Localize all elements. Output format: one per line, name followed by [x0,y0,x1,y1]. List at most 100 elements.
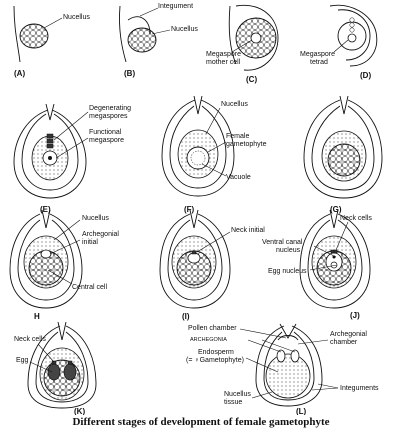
panel-a-wall [14,6,20,62]
panel-c-label-line-1: Megaspore [206,51,241,58]
panel-l-label-chamber: chamber [330,339,358,346]
panel-e-degenerating-2 [47,139,53,143]
panel-k-micropyle [58,322,66,340]
panel-f: Nucellus Female gametophyte Vacuole (F) [162,96,267,214]
panel-k-egg-2 [64,364,76,380]
panel-j-label-egg-nucleus: Egg nucleus [268,268,307,275]
panel-k-label-neck-cells: Neck cells [14,336,46,343]
panel-c-label-line-2: mother cell [206,59,241,66]
panel-g: (G) [304,96,382,214]
panel-l-label-pollen-chamber: Pollen chamber [188,325,237,332]
panel-l-label-archegonia: ARCHEGONIA [190,337,227,343]
panel-g-gametophyte [328,144,360,176]
panel-f-pointer-1 [206,108,220,134]
panel-h: Nucellus Archegonial initial Central cel… [10,210,119,321]
panel-k-neck-2 [68,361,72,364]
panel-b-label-nucellus: Nucellus [171,26,198,33]
panel-h-label-central-cell: Central cell [72,284,107,291]
panel-a-letter: (A) [14,69,25,78]
panel-h-pointer-1 [54,220,80,240]
panel-i: Neck initial (I) [160,210,265,321]
panel-j-label-ventral-canal: Ventral canal [262,239,303,246]
panel-e-degenerating-3 [47,144,53,148]
figure-caption: Different stages of development of femal… [0,416,402,428]
panel-b: Integument Nucellus (B) [119,3,198,78]
panel-b-pointer-1 [140,8,158,16]
panel-f-label-vacuole: Vacuole [226,174,251,181]
panel-j-label-neck-cells: Neck cells [340,215,372,222]
panel-d-label-line-1: Megaspore [300,51,335,58]
panel-e-label-functional: Functional [89,129,122,136]
panel-a-label-nucellus: Nucellus [63,14,90,21]
panel-e-label-megaspore: megaspore [89,137,124,144]
panel-l-label-endosperm: Endosperm [198,349,234,356]
panel-l-pointer-integ-2 [312,388,338,390]
panel-d-spore-3 [350,28,354,32]
panel-f-label-nucellus: Nucellus [221,101,248,108]
panel-e-label-megaspores: megaspores [89,113,128,120]
panel-d: Megaspore tetrad (D) [300,5,377,80]
panel-b-pointer-2 [152,30,170,34]
panel-d-label-line-2: tetrad [310,59,328,66]
panel-j: Neck cells Ventral canal nucleus Egg nuc… [262,210,372,320]
panel-i-label-neck-initial: Neck initial [231,227,265,234]
panel-d-letter: (D) [360,71,371,80]
panel-e-degenerating-1 [47,134,53,138]
panel-c-mother-cell [251,33,261,43]
panel-e: Degenerating megaspores Functional megas… [14,104,131,214]
diagram-svg: Nucellus (A) Integument Nucellus (B) Meg… [0,0,402,415]
panel-k-egg-1 [48,364,60,380]
panel-l-label-archegonial: Archegonial [330,331,367,338]
panel-i-archegonium [188,253,200,263]
panel-d-spore-2 [350,23,354,27]
panel-k-label-egg: Egg [16,357,29,364]
panel-h-label-initial: initial [82,239,98,246]
panel-h-letter: H [34,312,40,321]
panel-l-label-gametophyte: (= ♀Gametophyte) [186,357,244,364]
panel-b-letter: (B) [124,69,135,78]
panel-c: Megaspore mother cell (C) [206,5,278,84]
panel-i-neck-initial [192,251,196,254]
panel-d-spore-4 [348,34,356,42]
panel-f-label-female: Female [226,133,249,140]
panel-g-micropyle [340,96,348,114]
panel-l-letter: (L) [296,407,307,415]
panel-d-spore-1 [350,18,354,22]
panel-j-label-nucleus: nucleus [276,247,301,254]
panel-b-label-integument: Integument [158,3,193,10]
panel-a-nucellus [20,24,48,48]
panel-l-endosperm [266,354,310,398]
panel-a: Nucellus (A) [14,6,90,78]
panel-a-pointer [44,18,62,28]
panel-k-gametophyte [44,360,80,396]
panel-l: Pollen chamber ARCHEGONIA Archegonial ch… [186,324,379,415]
panel-e-pointer-1 [54,112,88,140]
panel-h-label-nucellus: Nucellus [82,215,109,222]
panel-k-neck-1 [52,361,56,364]
panel-i-letter: (I) [182,312,190,321]
panel-e-megaspore-nucleus [48,156,52,160]
panel-l-pointer-arch-2 [262,340,295,352]
panel-k: Neck cells Egg (K) [14,322,96,415]
panel-b-nucellus [128,28,156,52]
panel-f-micropyle [194,96,202,114]
panel-l-label-integuments: Integuments [340,385,379,392]
panel-k-letter: (K) [74,407,85,415]
panel-g-letter: (G) [330,205,342,214]
panel-j-letter: (J) [350,311,360,320]
panel-h-label-archegonial: Archegonial [82,231,119,238]
panel-l-pointer-pollen [240,329,286,338]
panel-l-label-tissue: tissue [224,399,242,406]
panel-c-letter: (C) [246,75,257,84]
panel-j-neck-cell-2 [334,250,337,253]
panel-f-label-gametophyte: gametophyte [226,141,267,148]
panel-f-letter: (F) [184,205,195,214]
panel-h-archegonial-initial [41,250,51,258]
panel-b-wall [119,6,126,62]
panel-e-micropyle [46,104,54,120]
panel-j-neck-cell-1 [331,250,334,253]
panel-e-label-degenerating: Degenerating [89,105,131,112]
panel-f-vacuole [191,151,205,165]
panel-l-label-nucellus: Nucellus [224,391,251,398]
